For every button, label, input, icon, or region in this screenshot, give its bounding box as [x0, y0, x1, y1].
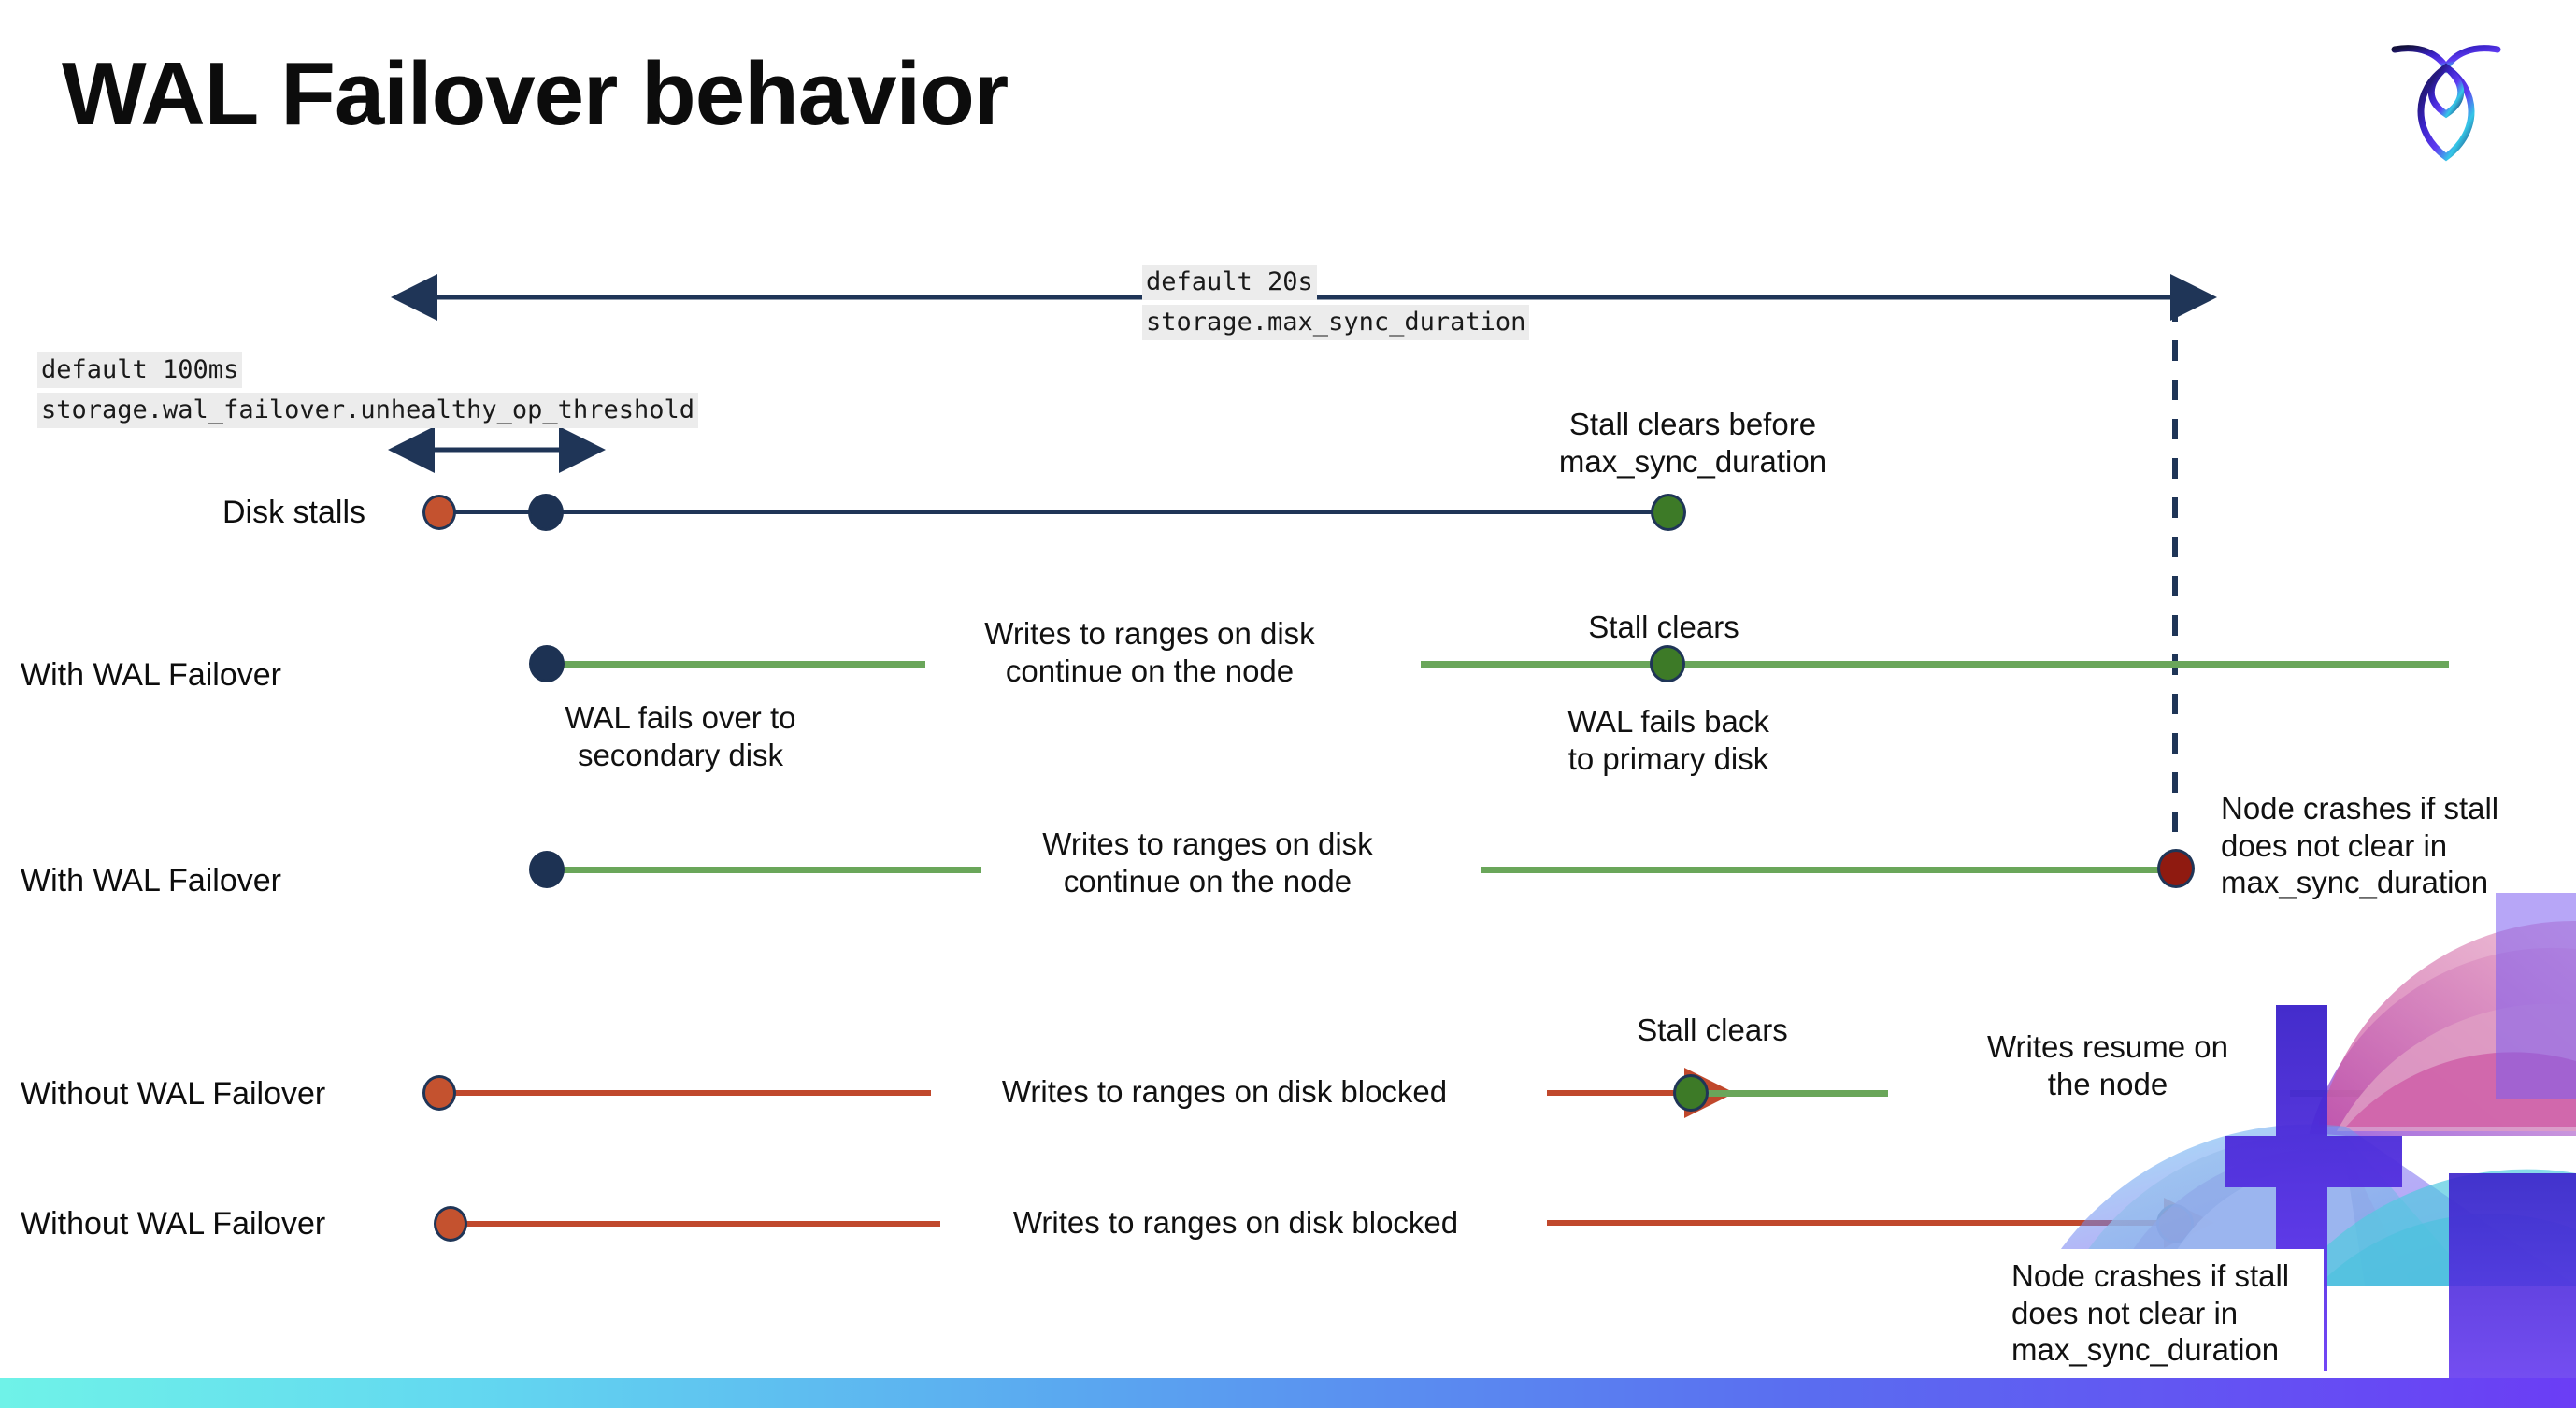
note-text: WAL fails over to secondary disk	[565, 700, 796, 772]
timeline-track-row4-c	[2290, 1090, 2449, 1097]
node-crash-dot-row3	[2157, 849, 2195, 888]
stall-start-dot-row5	[434, 1206, 467, 1242]
note-wal-fails-back: WAL fails back to primary disk	[1505, 703, 1832, 777]
cockroachdb-logo-icon	[2385, 28, 2507, 168]
note-text: Writes to ranges on disk continue on the…	[984, 616, 1315, 688]
row-label-with-wal-failover-2: With WAL Failover	[21, 863, 281, 898]
timeline-track-row3-a	[551, 867, 981, 873]
note-writes-continue-row2: Writes to ranges on disk continue on the…	[935, 615, 1365, 689]
note-text: Stall clears	[1637, 1013, 1788, 1047]
page-title: WAL Failover behavior	[62, 44, 1009, 144]
note-stall-clears-row4: Stall clears	[1563, 1012, 1862, 1049]
note-stall-clears-row2: Stall clears	[1505, 609, 1823, 646]
row-label-with-wal-failover-1: With WAL Failover	[21, 657, 281, 693]
note-stall-clears-before: Stall clears before max_sync_duration	[1506, 406, 1880, 480]
note-node-crashes-row5: Node crashes if stall does not clear in …	[2011, 1257, 2357, 1369]
timeline-track-row5-a	[464, 1221, 940, 1227]
note-text: WAL fails back to primary disk	[1567, 704, 1769, 776]
note-node-crashes-row3: Node crashes if stall does not clear in …	[2221, 790, 2576, 901]
note-text: Stall clears before max_sync_duration	[1558, 407, 1827, 479]
note-writes-resume: Writes resume on the node	[1925, 1028, 2290, 1102]
timeline-track-row2-a	[551, 661, 925, 668]
note-text: Writes resume on the node	[1987, 1029, 2228, 1101]
row-label-without-wal-failover-2: Without WAL Failover	[21, 1206, 326, 1242]
stall-clear-dot-row2	[1650, 645, 1685, 682]
max-sync-setting-label: storage.max_sync_duration	[1142, 305, 1530, 340]
stall-start-dot-row4	[422, 1075, 456, 1111]
note-text: Writes to ranges on disk continue on the…	[1042, 826, 1373, 898]
note-text: Writes to ranges on disk blocked	[1001, 1074, 1448, 1109]
note-wal-fails-over: WAL fails over to secondary disk	[484, 699, 877, 773]
bottom-gradient-bar	[0, 1378, 2576, 1408]
failover-trigger-dot-row2	[529, 645, 565, 682]
note-writes-continue-row3: Writes to ranges on disk continue on the…	[993, 826, 1423, 899]
stall-clear-dot-row1	[1651, 494, 1686, 531]
stall-start-dot-row1	[422, 495, 456, 530]
note-text: Node crashes if stall does not clear in …	[2221, 791, 2499, 900]
timeline-track-row4-a	[454, 1090, 931, 1096]
stall-clear-dot-row4	[1673, 1074, 1709, 1112]
note-text: Writes to ranges on disk blocked	[1012, 1205, 1459, 1240]
node-crash-dot-row5	[2156, 1204, 2194, 1243]
unhealthy-setting-label: storage.wal_failover.unhealthy_op_thresh…	[37, 393, 698, 428]
failover-trigger-dot-row1	[528, 494, 564, 531]
timeline-track-row4-b	[1696, 1090, 1888, 1097]
note-writes-blocked-row5: Writes to ranges on disk blocked	[946, 1204, 1525, 1242]
failover-trigger-dot-row3	[529, 851, 565, 888]
timeline-track-row2-b	[1421, 661, 2449, 668]
row-label-disk-stalls: Disk stalls	[222, 495, 366, 530]
max-sync-default-label: default 20s	[1142, 265, 1317, 300]
timeline-track-row3-b	[1481, 867, 2178, 873]
note-text: Node crashes if stall does not clear in …	[2011, 1258, 2290, 1368]
timeline-track-disk-stalls	[439, 510, 1673, 514]
note-text: Stall clears	[1588, 610, 1739, 644]
unhealthy-default-label: default 100ms	[37, 352, 243, 388]
note-writes-blocked-row4: Writes to ranges on disk blocked	[935, 1073, 1514, 1111]
row-label-without-wal-failover-1: Without WAL Failover	[21, 1076, 326, 1112]
